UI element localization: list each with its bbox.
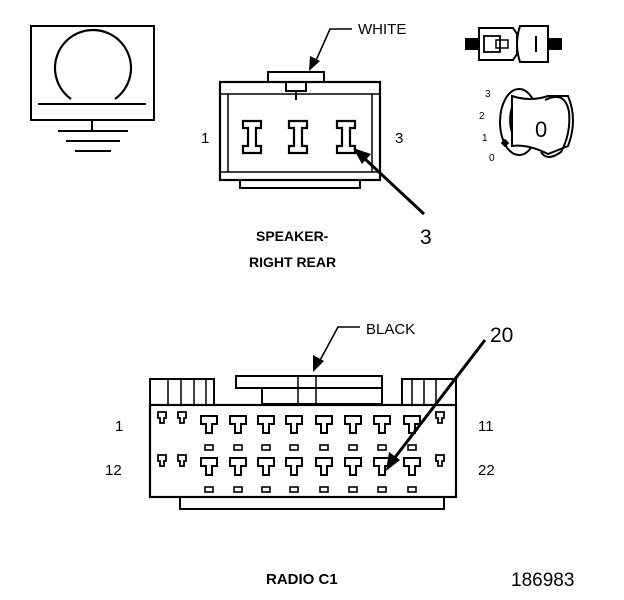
radio-color-label: BLACK: [366, 321, 415, 338]
speaker-color-leader: [309, 28, 352, 71]
radio-connector: [148, 375, 458, 510]
speaker-pin-1-label: 1: [201, 130, 209, 147]
speaker-caption-line1: SPEAKER-: [256, 228, 329, 244]
ignition-key-icon: [499, 88, 574, 158]
speaker-caption-line2: RIGHT REAR: [249, 254, 336, 270]
speaker-callout-arrow: [353, 148, 426, 216]
speaker-connector: [218, 71, 382, 189]
radio-callout-number: 20: [490, 324, 513, 347]
speaker-pin-3-label: 3: [395, 130, 403, 147]
ignition-position-1: 1: [482, 133, 488, 144]
radio-color-leader: [313, 326, 360, 372]
radio-pin-12-label: 12: [105, 462, 122, 479]
ground-symbol-icon: [30, 25, 155, 152]
radio-pin-11-label: 11: [478, 418, 494, 435]
speaker-callout-number: 3: [420, 226, 432, 249]
ignition-position-3: 3: [485, 89, 491, 100]
key-label: 0: [535, 117, 547, 142]
ignition-position-0: 0: [489, 153, 495, 164]
radio-pin-1-label: 1: [115, 418, 123, 435]
ignition-position-2: 2: [479, 111, 485, 122]
figure-number: 186983: [511, 570, 574, 591]
radio-pin-22-label: 22: [478, 462, 495, 479]
radio-callout-arrow: [386, 339, 487, 471]
speaker-color-label: WHITE: [358, 21, 406, 38]
connector-end-view-icon: [465, 25, 562, 63]
radio-caption: RADIO C1: [266, 571, 338, 588]
